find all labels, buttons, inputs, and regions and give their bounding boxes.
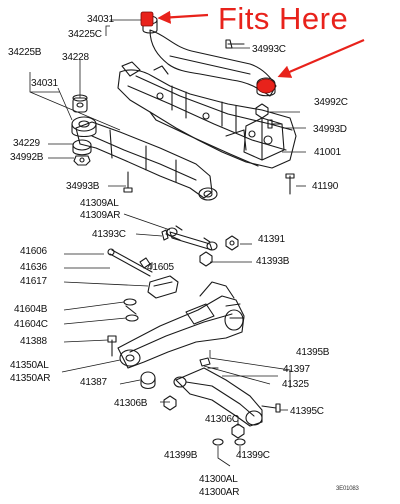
label-41306C: 41306C — [205, 414, 239, 425]
label-41605: 41605 — [147, 262, 174, 273]
label-41325: 41325 — [282, 379, 309, 390]
label-41391: 41391 — [258, 234, 285, 245]
link-41617 — [147, 275, 179, 299]
bolt-41395C — [261, 403, 281, 413]
bushing-34229 — [72, 139, 92, 156]
label-41604B: 41604B — [14, 304, 48, 315]
bolt-34993C — [225, 39, 245, 49]
label-41399C: 41399C — [236, 450, 270, 461]
label-41306B: 41306B — [114, 398, 148, 409]
nut-41306C — [231, 423, 245, 439]
subframe-arm-34225B — [75, 121, 218, 201]
label-41300AR: 41300AR — [199, 487, 240, 498]
label-41399B: 41399B — [164, 450, 198, 461]
nut-41391 — [225, 235, 239, 251]
label-41001: 41001 — [314, 147, 341, 158]
label-34993B: 34993B — [66, 181, 100, 192]
bolt-34993D — [267, 119, 283, 129]
bolt-41393C — [161, 229, 181, 241]
fits-here-annotation: Fits Here — [218, 1, 349, 36]
bolt-41190 — [285, 173, 295, 195]
label-41393C: 41393C — [92, 229, 126, 240]
bushing-34031-left — [71, 116, 97, 138]
nut-34992B — [73, 155, 91, 166]
label-41606: 41606 — [20, 246, 47, 257]
label-41388: 41388 — [20, 336, 47, 347]
bolt-34993B — [123, 171, 133, 193]
label-34031-top: 34031 — [87, 14, 114, 25]
label-41395B: 41395B — [296, 347, 330, 358]
label-34992C: 34992C — [314, 97, 348, 108]
highlighted-bushings — [140, 11, 276, 94]
label-41300AL: 41300AL — [199, 474, 238, 485]
label-34993D: 34993D — [313, 124, 347, 135]
label-41309AL: 41309AL — [80, 198, 119, 209]
label-34992B: 34992B — [10, 152, 44, 163]
label-34225C: 34225C — [68, 29, 102, 40]
fits-here-arrows — [157, 10, 365, 78]
washers-41604 — [123, 298, 139, 322]
label-41617: 41617 — [20, 276, 47, 287]
trailing-arm-41350 — [117, 281, 245, 369]
control-arm-41325 — [173, 367, 263, 427]
label-34031-left: 34031 — [31, 78, 58, 89]
bushing-41387 — [140, 371, 156, 390]
label-41350AR: 41350AR — [10, 373, 51, 384]
nut-41306B — [163, 395, 177, 411]
washers-41399 — [212, 438, 246, 446]
label-41397: 41397 — [283, 364, 310, 375]
label-41636: 41636 — [20, 262, 47, 273]
label-34225B: 34225B — [8, 47, 42, 58]
label-41190: 41190 — [312, 181, 339, 192]
nut-41393B — [199, 251, 213, 267]
label-41393B: 41393B — [256, 256, 290, 267]
bolt-41388 — [107, 335, 117, 357]
bolt-34992C — [255, 103, 269, 119]
label-34993C: 34993C — [252, 44, 286, 55]
label-41309AR: 41309AR — [80, 210, 121, 221]
bolts-41397-41395B — [199, 357, 219, 369]
label-41387: 41387 — [80, 377, 107, 388]
crossmember-41001 — [117, 29, 297, 169]
drawing-code: 3E01083 — [336, 486, 359, 492]
stabilizer-link — [107, 248, 153, 277]
label-41350AL: 41350AL — [10, 360, 49, 371]
label-41395C: 41395C — [290, 406, 324, 417]
label-34229: 34229 — [13, 138, 40, 149]
label-34228: 34228 — [62, 52, 89, 63]
label-41604C: 41604C — [14, 319, 48, 330]
leader-lines — [29, 19, 306, 467]
